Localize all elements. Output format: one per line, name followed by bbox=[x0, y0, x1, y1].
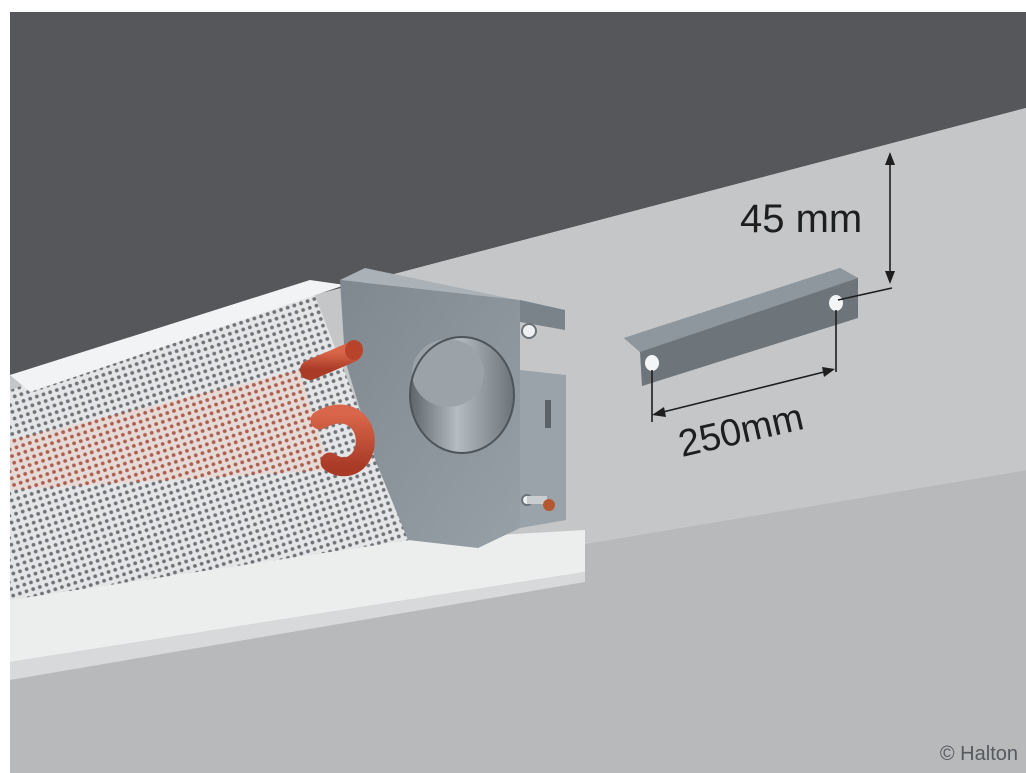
floor-shade bbox=[10, 470, 1026, 773]
coil-behind-perforation bbox=[10, 370, 330, 490]
end-plate-top-flange bbox=[340, 268, 565, 310]
bracket-hole-right bbox=[829, 295, 843, 311]
pipe-upper-end bbox=[345, 340, 363, 360]
bottom-panel-edge bbox=[10, 572, 585, 680]
duct-rim bbox=[409, 336, 515, 454]
water-pipes bbox=[300, 340, 375, 477]
dim-vertical-arrow-top bbox=[885, 152, 895, 165]
dim-vertical-leader bbox=[837, 287, 893, 301]
lower-nut bbox=[543, 499, 555, 511]
wall-bracket-top bbox=[624, 268, 858, 352]
dim-horizontal-line bbox=[654, 369, 833, 415]
dim-vertical-arrow-bottom bbox=[885, 271, 895, 284]
bracket-hole-left bbox=[645, 355, 659, 371]
duct-connection bbox=[409, 336, 515, 454]
wall-bracket bbox=[624, 268, 858, 386]
top-edge bbox=[10, 280, 345, 392]
dim-label-vertical: 45 mm bbox=[740, 197, 862, 241]
copyright-notice: © Halton bbox=[940, 743, 1018, 765]
pipe-u-bend bbox=[310, 404, 375, 477]
dim-horizontal-arrow-left bbox=[652, 407, 666, 417]
duct-opening bbox=[412, 339, 484, 407]
mounting-bolt bbox=[521, 323, 537, 339]
dimension-lines bbox=[651, 152, 895, 422]
bottom-panel bbox=[10, 530, 585, 662]
ceiling bbox=[10, 12, 1026, 375]
dim-horizontal-arrow-right bbox=[822, 367, 835, 377]
lower-bolt-shaft bbox=[527, 496, 547, 504]
mounting-tab bbox=[520, 300, 565, 330]
side-bracket bbox=[520, 370, 566, 528]
pipe-upper bbox=[300, 342, 362, 380]
bracket-slot bbox=[545, 400, 551, 428]
